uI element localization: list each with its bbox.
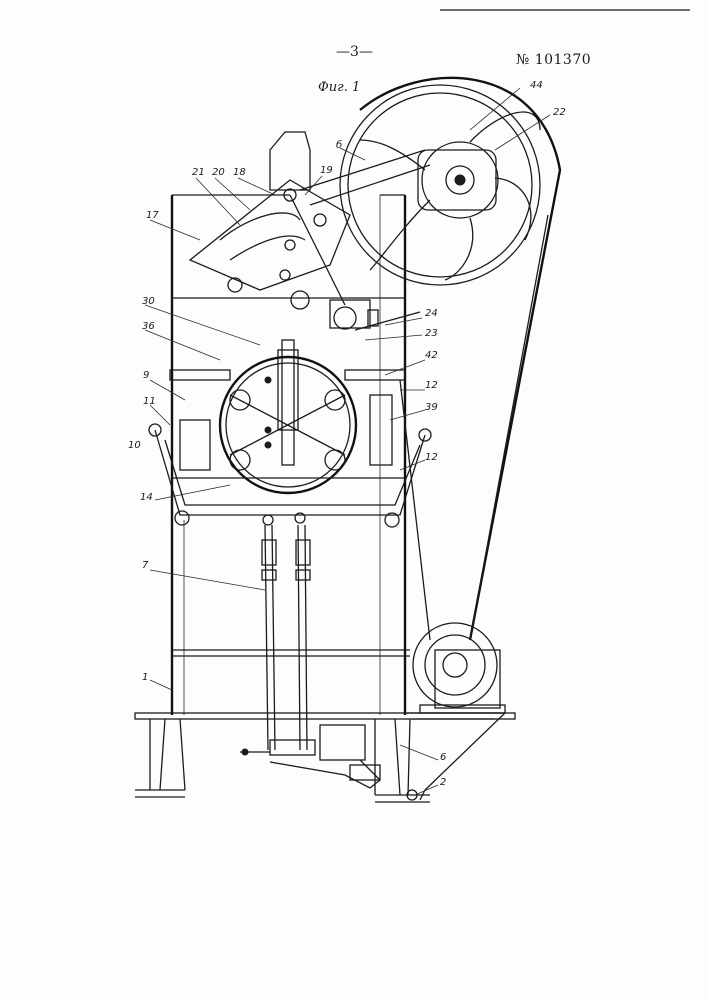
callout-1: 1: [142, 672, 148, 683]
callout-21: 21: [192, 167, 205, 178]
callout-2: 2: [440, 777, 446, 788]
callout-9: 9: [143, 370, 149, 381]
callout-11: 11: [143, 396, 156, 407]
callout-6-bottom: 6: [440, 752, 446, 763]
callout-19: 19: [320, 165, 333, 176]
callout-42: 42: [425, 350, 438, 361]
callout-18: 18: [233, 167, 246, 178]
drum: [220, 340, 356, 493]
callout-17: 17: [146, 210, 159, 221]
callout-24: 24: [425, 308, 438, 319]
callout-6-top: б: [336, 140, 342, 151]
callout-44: 44: [530, 80, 543, 91]
top-linkage: [190, 132, 430, 330]
callout-22: 22: [553, 107, 566, 118]
callout-20: 20: [212, 167, 225, 178]
machine-frame: [135, 195, 515, 802]
callout-30: 30: [142, 296, 155, 307]
electric-motor: [413, 623, 505, 713]
side-clamps: [149, 370, 431, 527]
callout-10: 10: [128, 440, 141, 451]
push-rods: [262, 525, 310, 750]
drive-belt: [360, 78, 560, 640]
pedal-mechanism: [240, 725, 417, 800]
callout-36: 36: [142, 321, 155, 332]
callout-12-lower: 12: [425, 452, 438, 463]
callout-7: 7: [142, 560, 148, 571]
callout-14: 14: [140, 492, 153, 503]
callout-23: 23: [425, 328, 438, 339]
callout-12-upper: 12: [425, 380, 438, 391]
callout-39: 39: [425, 402, 438, 413]
